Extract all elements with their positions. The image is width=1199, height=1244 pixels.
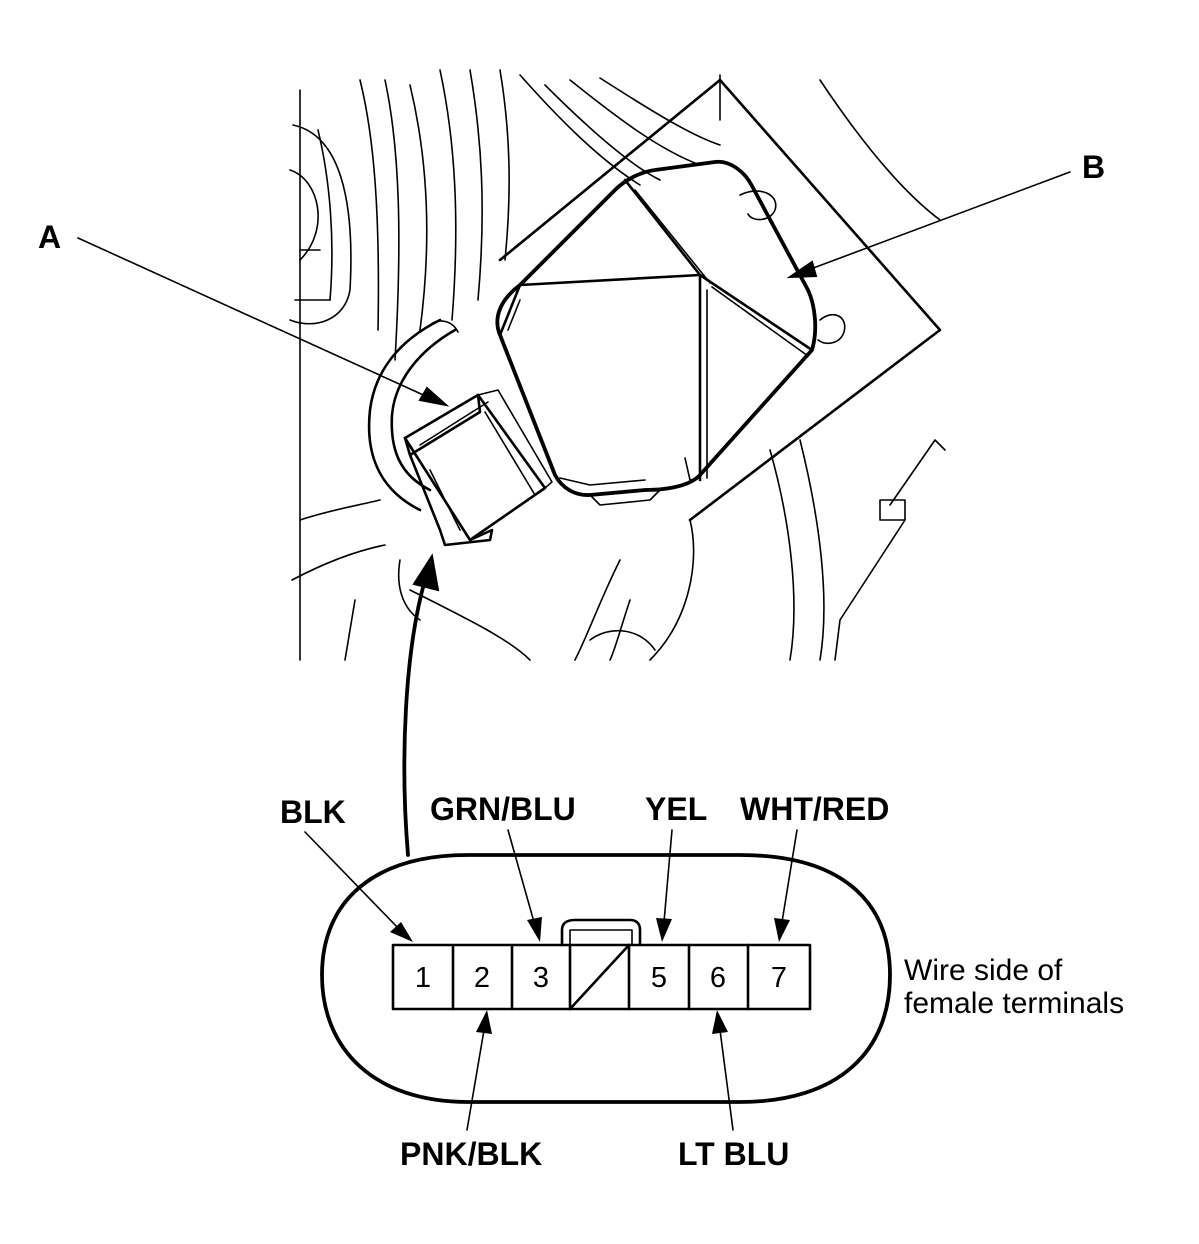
connector-a-illustration: [403, 389, 553, 547]
wire-leader-pin3: [507, 829, 542, 942]
vehicle-illustration: [77, 69, 1071, 661]
terminal-cavity-row: [391, 943, 812, 1011]
callout-a-label: A: [38, 219, 61, 255]
wire-leader-pin7: [774, 829, 798, 942]
caption-line-1: Wire side of: [904, 954, 1063, 987]
detail-arrow: [402, 553, 440, 857]
caption-line-2: female terminals: [904, 987, 1124, 1020]
wire-leader-pin2: [466, 1010, 492, 1131]
wire-label-pin6: LT BLU: [678, 1136, 789, 1172]
wire-leader-pin1: [304, 831, 413, 942]
wire-label-pin5: YEL: [645, 791, 707, 827]
wire-label-pin2: PNK/BLK: [400, 1136, 542, 1172]
locking-tab: [560, 918, 642, 947]
empty-cavity-slash: [568, 943, 631, 1011]
pin-number: 7: [771, 962, 787, 994]
pin-number: 3: [533, 962, 549, 994]
connector-outline: [320, 853, 892, 1104]
callout-b-label: B: [1082, 149, 1105, 185]
wire-leader-pin5: [656, 829, 673, 942]
connector-face-view: 1 2 3 5 6 7: [304, 829, 892, 1131]
pin-number: 2: [474, 962, 490, 994]
pin-number: 5: [651, 962, 667, 994]
callout-b-leader: [786, 171, 1071, 279]
callout-a-leader: [77, 237, 450, 407]
wire-label-pin7: WHT/RED: [740, 791, 889, 827]
wire-leader-pin6: [712, 1010, 734, 1131]
pin-number: 1: [415, 962, 431, 994]
wire-label-pin1: BLK: [280, 794, 346, 830]
wire-label-pin3: GRN/BLU: [430, 791, 576, 827]
pin-number: 6: [710, 962, 726, 994]
module-b-illustration: [495, 159, 818, 506]
